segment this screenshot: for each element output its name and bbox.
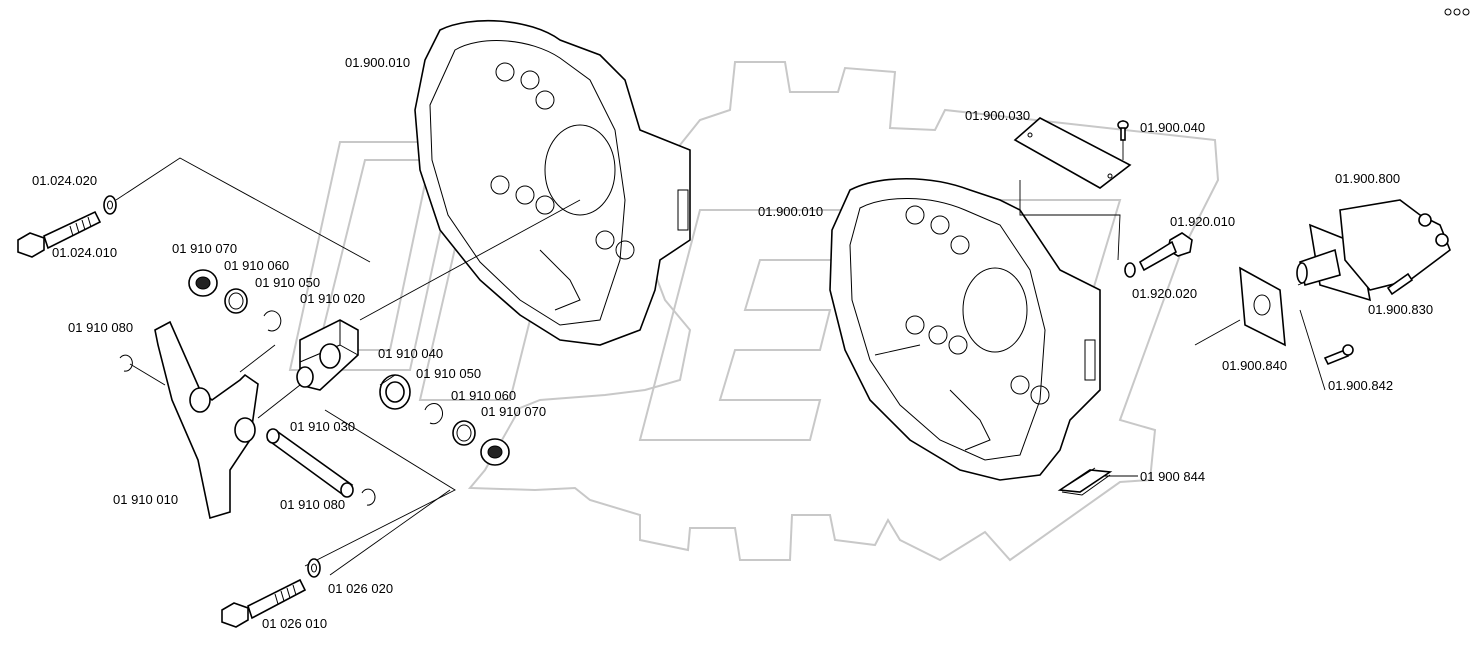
close-dots-icon[interactable] [1444,8,1470,16]
label-cover-plate: 01.900.030 [965,108,1030,123]
label-solenoid: 01.900.800 [1335,171,1400,186]
label-fork: 01 910 010 [113,492,178,507]
housing-left [414,19,691,346]
pad [1057,467,1113,496]
label-housing-right: 01.900.010 [758,204,823,219]
shaft [266,428,354,498]
circlip-fork [119,354,133,372]
label-seal-a: 01 910 070 [172,241,237,256]
label-washer-top: 01.024.020 [32,173,97,188]
washer-bottom [307,558,321,578]
circlip-shaft [361,488,376,506]
label-bolt-right: 01.920.010 [1170,214,1235,229]
label-housing-left: 01.900.010 [345,55,410,70]
housing-right [829,177,1101,481]
label-washer-bottom: 01 026 020 [328,581,393,596]
ring-a [224,288,248,314]
bearing [379,374,411,410]
seal-b [480,438,510,466]
solenoid-screw [1386,272,1414,296]
label-circlip-b: 01 910 050 [416,366,481,381]
label-circlip-shaft: 01 910 080 [280,497,345,512]
cover-screw [1117,120,1129,141]
bolt-top-left [17,210,102,258]
cover-plate [1013,117,1132,189]
label-washer-right: 01.920.020 [1132,286,1197,301]
shift-fork [154,320,259,520]
label-bracket: 01 910 020 [300,291,365,306]
solenoid [1296,199,1451,302]
circlip-a [263,310,282,332]
label-pad: 01 900 844 [1140,469,1205,484]
label-circlip-fork: 01 910 080 [68,320,133,335]
label-ring-b: 01 910 060 [451,388,516,403]
bolt-bottom [221,578,307,628]
label-ring-a: 01 910 060 [224,258,289,273]
solenoid-plate [1239,266,1286,347]
label-circlip-a: 01 910 050 [255,275,320,290]
plate-screw [1323,344,1354,366]
label-shaft: 01 910 030 [290,419,355,434]
label-seal-b: 01 910 070 [481,404,546,419]
bolt-right [1138,232,1193,272]
seal-a [188,269,218,297]
circlip-b [424,403,443,425]
label-bolt-top: 01.024.010 [52,245,117,260]
label-solenoid-screw: 01.900.830 [1368,302,1433,317]
washer-top-left [103,195,117,215]
label-bolt-bottom: 01 026 010 [262,616,327,631]
bracket [296,319,359,391]
label-solenoid-plate: 01.900.840 [1222,358,1287,373]
label-bearing: 01 910 040 [378,346,443,361]
part-labels: 01.900.010 01.900.010 01.024.020 01.024.… [32,55,1433,631]
label-cover-screw: 01.900.040 [1140,120,1205,135]
ring-b [452,420,476,446]
label-plate-screw: 01.900.842 [1328,378,1393,393]
washer-right [1124,262,1136,278]
